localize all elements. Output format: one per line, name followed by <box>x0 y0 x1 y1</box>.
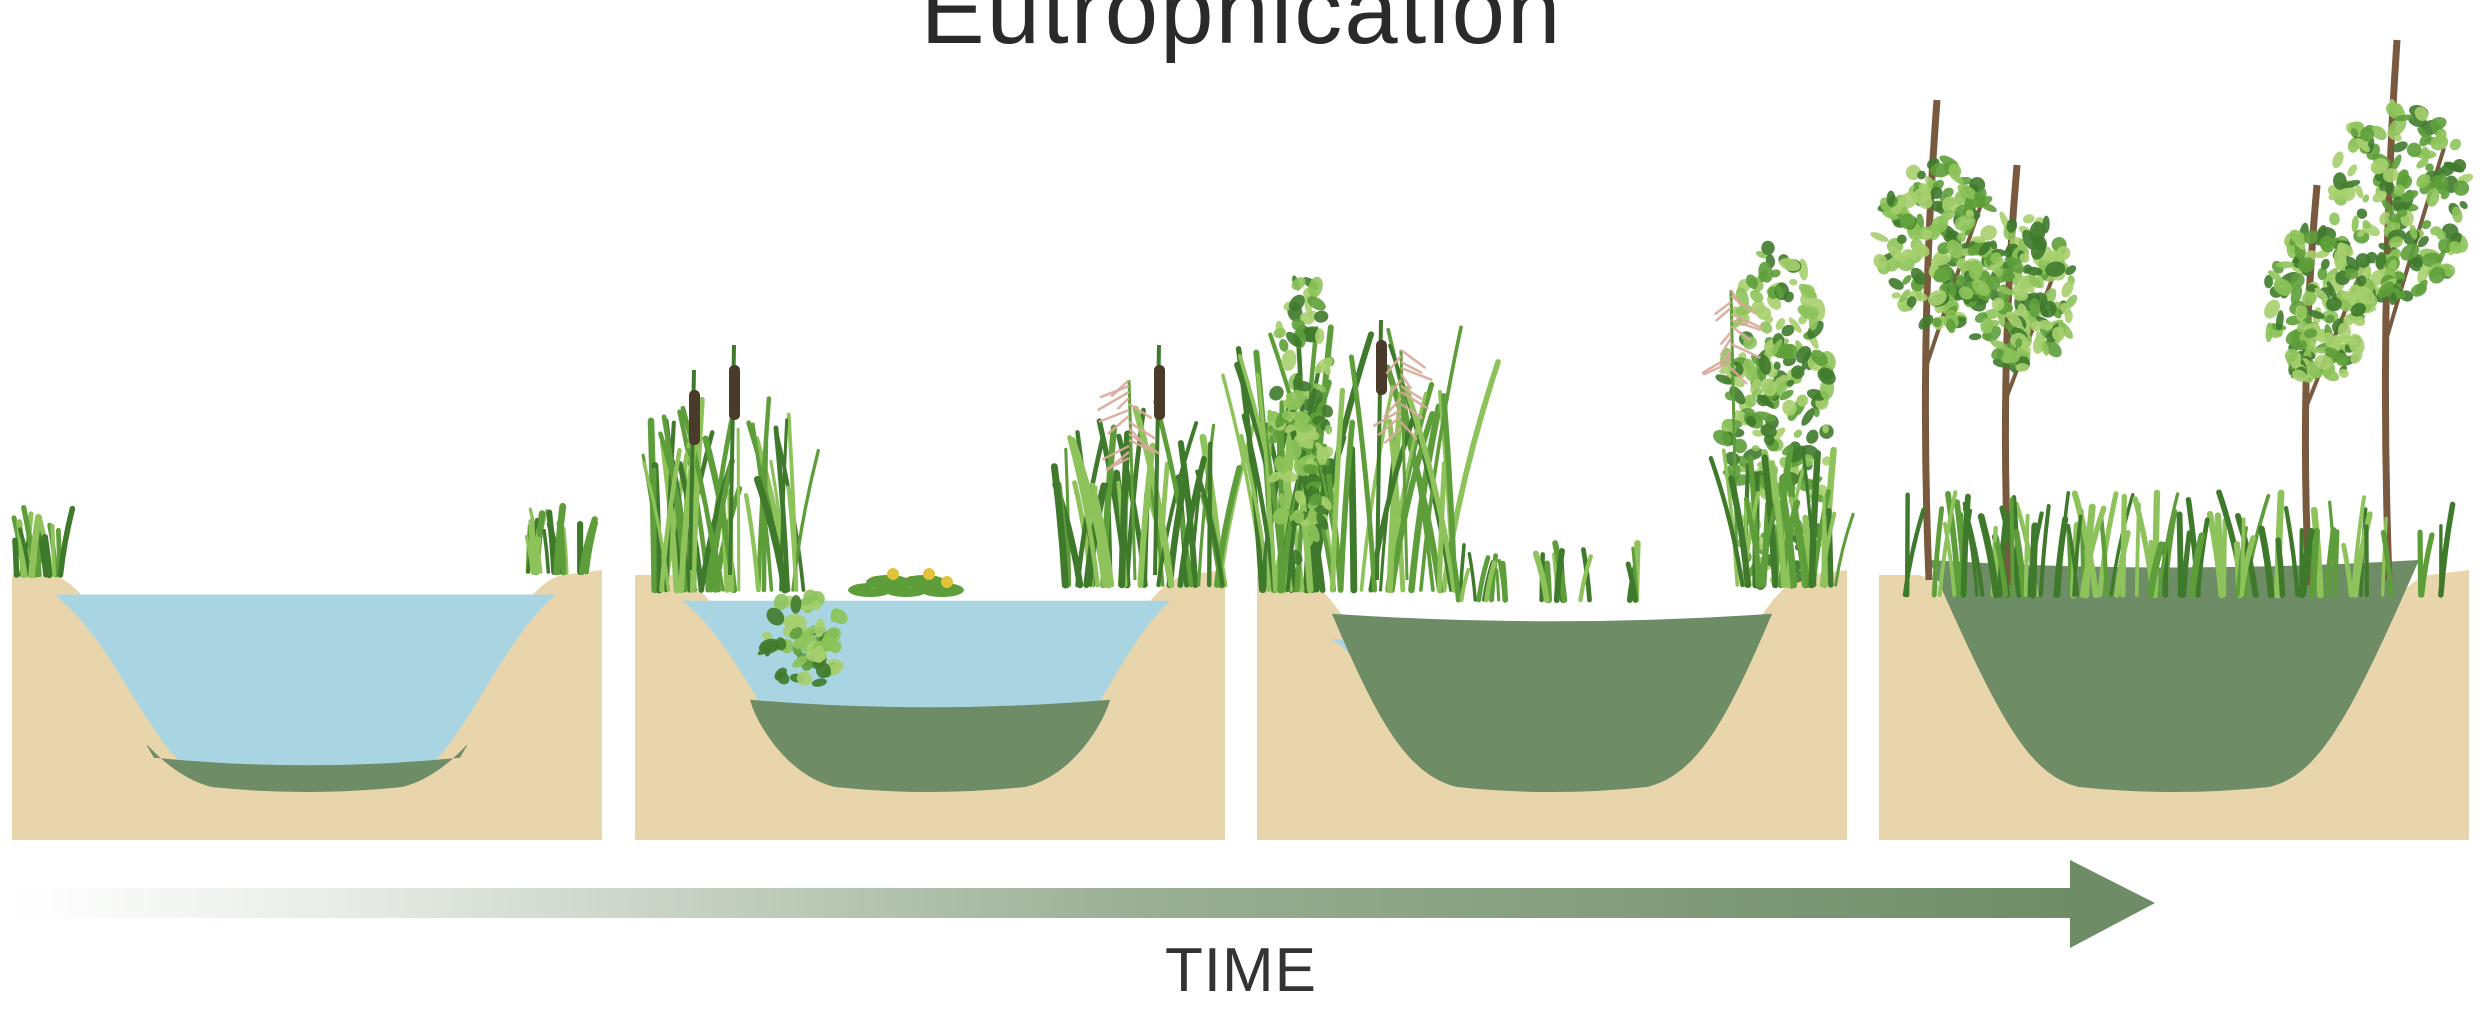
grass-blade <box>738 429 739 590</box>
time-arrow-head <box>2070 860 2155 948</box>
lily-flower <box>923 568 935 580</box>
leaf <box>2448 136 2464 152</box>
leaf <box>2330 150 2346 170</box>
pond-panel-2 <box>635 345 1255 840</box>
reed-plume <box>1715 302 1731 314</box>
grass-blade <box>1054 467 1065 585</box>
grass-blade <box>2123 497 2124 595</box>
leaf <box>2346 163 2360 178</box>
grass-blade <box>2313 531 2317 595</box>
cattail-head <box>689 390 700 445</box>
time-arrow <box>10 860 2155 948</box>
grass-blade <box>2033 526 2035 595</box>
leaf <box>1822 424 1829 433</box>
grass-blade <box>2180 514 2181 595</box>
leaf <box>1891 292 1901 299</box>
grass-blade <box>1497 570 1499 600</box>
leaf <box>2329 212 2340 226</box>
leaf <box>2326 297 2342 311</box>
grass-blade <box>1352 449 1354 590</box>
time-arrow-shaft <box>10 888 2080 918</box>
leaf <box>1869 230 1890 244</box>
leaf <box>1309 389 1323 404</box>
grass-blade <box>746 495 758 590</box>
grass-blade <box>2242 519 2244 595</box>
leaf <box>1272 326 1287 339</box>
pond-panel-4 <box>1869 40 2474 840</box>
pond-panel-1 <box>12 506 602 840</box>
lily-flower <box>941 576 953 588</box>
reed-plume <box>1401 350 1426 368</box>
leaf <box>2015 363 2029 371</box>
cattail-head <box>1154 365 1165 420</box>
grass-blade <box>60 509 72 575</box>
grass-blade <box>52 526 53 575</box>
grass-blade <box>15 540 17 575</box>
leaf <box>2337 367 2350 379</box>
grass-blade <box>2026 516 2028 595</box>
grass-blade <box>537 539 539 572</box>
reed-plume <box>1117 398 1129 409</box>
leaf <box>2428 133 2450 153</box>
leaf <box>1804 428 1821 446</box>
leaf <box>2022 213 2036 225</box>
leaf <box>1792 428 1804 440</box>
grass-blade <box>793 451 818 590</box>
leaf <box>1266 383 1286 404</box>
cattail-head <box>729 365 740 420</box>
lily-flower <box>887 568 899 580</box>
grass-blade <box>544 531 548 572</box>
cattail-head <box>1376 340 1387 395</box>
grass-blade <box>2012 499 2013 595</box>
grass-blade <box>1503 564 1505 600</box>
grass-blade <box>1209 444 1210 585</box>
leaf <box>1789 279 1798 285</box>
pond-panel-3 <box>1223 240 1853 840</box>
time-label: TIME <box>1141 935 1341 1006</box>
leaf <box>1969 333 1982 341</box>
grass-blade <box>2420 532 2421 595</box>
grass-blade <box>1469 554 1475 600</box>
reed-plume <box>1716 308 1731 321</box>
leaf <box>1887 276 1906 293</box>
